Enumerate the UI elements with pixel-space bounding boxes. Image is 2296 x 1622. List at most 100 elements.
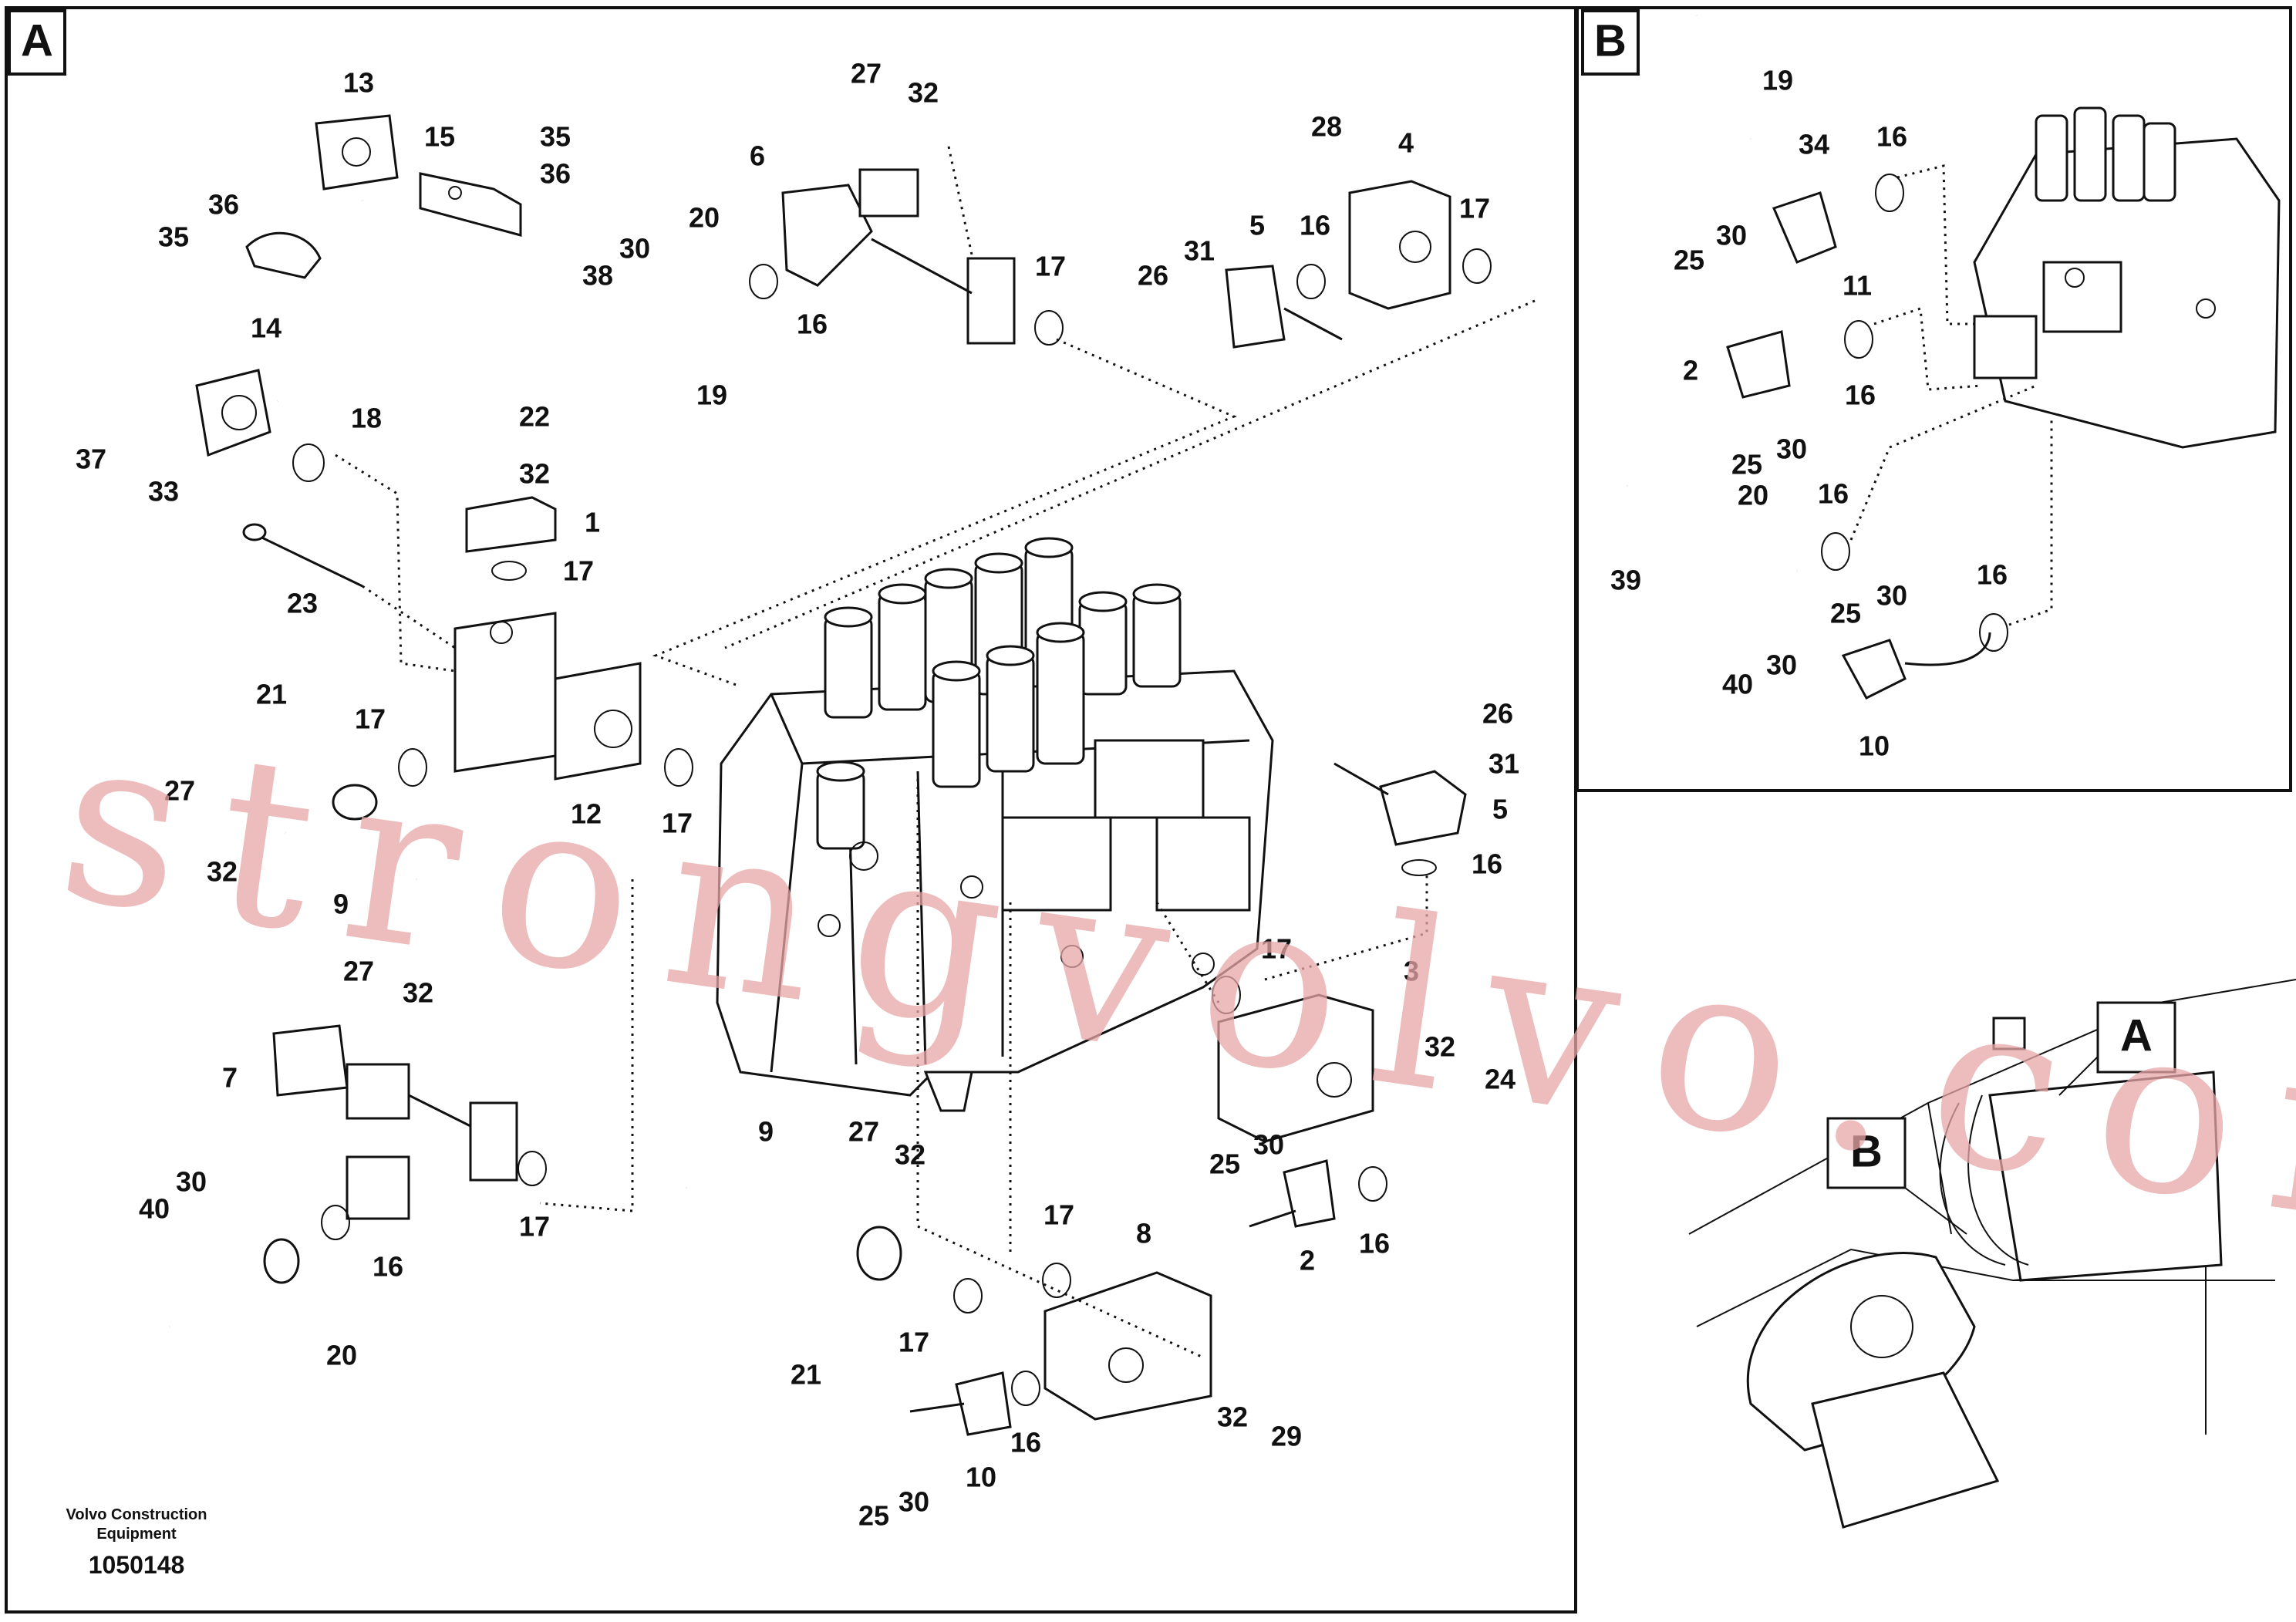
part-7-elbow bbox=[272, 1024, 518, 1220]
assembly-paths-a bbox=[335, 146, 1536, 1359]
callout-38: 38 bbox=[582, 260, 613, 292]
callout-b-2: 2 bbox=[1683, 355, 1698, 386]
callout-b-25: 25 bbox=[1674, 244, 1704, 276]
callout-7: 7 bbox=[222, 1062, 238, 1094]
part-13-pipe bbox=[195, 114, 399, 457]
callout-b-10: 10 bbox=[1859, 730, 1890, 762]
part-5-flange-right bbox=[1333, 762, 1467, 846]
callout-17: 17 bbox=[1043, 1199, 1074, 1231]
callout-16: 16 bbox=[1359, 1228, 1390, 1259]
callout-9: 9 bbox=[333, 889, 349, 920]
callout-18: 18 bbox=[351, 403, 382, 434]
panel-b-frame bbox=[1576, 6, 2292, 792]
overview-callout-b: B bbox=[1850, 1126, 1883, 1176]
callout-b-40: 40 bbox=[1722, 669, 1753, 700]
callout-17: 17 bbox=[563, 555, 594, 587]
callout-29: 29 bbox=[1271, 1421, 1302, 1452]
part-5-flange-top bbox=[1225, 265, 1343, 349]
callout-16: 16 bbox=[797, 309, 828, 340]
panel-a-frame bbox=[5, 6, 1577, 1614]
callout-35: 35 bbox=[540, 121, 571, 153]
callout-37: 37 bbox=[76, 443, 106, 475]
callout-32: 32 bbox=[908, 77, 939, 109]
callout-31: 31 bbox=[1184, 235, 1215, 267]
callout-28: 28 bbox=[1311, 111, 1342, 143]
callout-b-30: 30 bbox=[1776, 433, 1807, 465]
callout-16: 16 bbox=[1300, 210, 1330, 241]
callout-36: 36 bbox=[540, 158, 571, 190]
part-4-block bbox=[1348, 180, 1451, 310]
callout-19: 19 bbox=[696, 379, 727, 411]
callout-33: 33 bbox=[148, 476, 179, 508]
callout-32: 32 bbox=[1424, 1031, 1455, 1063]
panel-b-valve-sketch bbox=[1973, 106, 2281, 449]
callout-17: 17 bbox=[355, 703, 386, 735]
callout-3: 3 bbox=[1404, 956, 1419, 987]
callout-b-39: 39 bbox=[1610, 565, 1641, 596]
callout-2: 2 bbox=[1300, 1245, 1315, 1276]
part-1-plate bbox=[465, 496, 557, 553]
part-3-block bbox=[1217, 993, 1374, 1143]
callout-b-16: 16 bbox=[1876, 121, 1907, 153]
callout-30: 30 bbox=[1253, 1129, 1284, 1161]
part-6-elbow bbox=[781, 168, 1016, 345]
callout-9: 9 bbox=[758, 1116, 774, 1148]
callout-26: 26 bbox=[1482, 698, 1513, 730]
callout-35: 35 bbox=[158, 221, 189, 253]
callout-27: 27 bbox=[848, 1116, 879, 1148]
callout-b-30: 30 bbox=[1716, 220, 1747, 251]
assembly-paths-b bbox=[1849, 164, 2053, 626]
callout-13: 13 bbox=[343, 67, 374, 99]
part-8-block bbox=[1043, 1271, 1212, 1421]
part-9-hose-upper bbox=[281, 784, 421, 892]
part-23-bolt bbox=[242, 523, 363, 588]
callout-27: 27 bbox=[851, 58, 882, 89]
callout-32: 32 bbox=[403, 977, 433, 1009]
o-rings-a bbox=[292, 248, 1492, 1406]
control-valve-assembly bbox=[716, 537, 1274, 1112]
callout-27: 27 bbox=[343, 956, 374, 987]
part-9-hose-lower bbox=[682, 1175, 902, 1281]
callout-b-30: 30 bbox=[1766, 649, 1797, 681]
callout-b-25: 25 bbox=[1830, 598, 1861, 629]
callout-32: 32 bbox=[207, 856, 238, 888]
callout-b-16: 16 bbox=[1845, 379, 1876, 411]
part-2-flange bbox=[1249, 1159, 1336, 1228]
panel-a-label: A bbox=[21, 15, 53, 66]
brand-line-2: Equipment bbox=[96, 1526, 177, 1543]
callout-8: 8 bbox=[1136, 1218, 1151, 1249]
part-20-hose-lower bbox=[165, 1238, 300, 1334]
overview-callout-a: A bbox=[2120, 1010, 2153, 1061]
callout-21: 21 bbox=[256, 679, 287, 710]
callout-16: 16 bbox=[373, 1251, 403, 1283]
callout-14: 14 bbox=[251, 312, 282, 344]
callout-22: 22 bbox=[519, 401, 550, 433]
callout-32: 32 bbox=[1217, 1401, 1248, 1433]
callout-17: 17 bbox=[899, 1327, 929, 1358]
callout-30: 30 bbox=[619, 233, 650, 265]
callout-17: 17 bbox=[519, 1211, 550, 1243]
callout-4: 4 bbox=[1398, 127, 1414, 159]
callout-b-19: 19 bbox=[1762, 65, 1793, 96]
callout-27: 27 bbox=[164, 775, 195, 807]
callout-25: 25 bbox=[1209, 1148, 1240, 1180]
callout-1: 1 bbox=[585, 507, 600, 538]
callout-16: 16 bbox=[1010, 1427, 1041, 1458]
callout-b-34: 34 bbox=[1799, 129, 1829, 160]
callout-25: 25 bbox=[858, 1500, 889, 1532]
callout-b-25: 25 bbox=[1731, 449, 1762, 481]
callout-32: 32 bbox=[895, 1139, 925, 1171]
callout-b-11: 11 bbox=[1843, 270, 1872, 302]
callout-b-20: 20 bbox=[1738, 480, 1768, 511]
callout-36: 36 bbox=[208, 189, 239, 221]
callout-6: 6 bbox=[750, 140, 765, 172]
machine-overview: A B bbox=[1688, 979, 2296, 1529]
callout-40: 40 bbox=[139, 1193, 170, 1225]
part-15-bracket bbox=[419, 172, 522, 237]
callout-b-30: 30 bbox=[1876, 580, 1907, 612]
panel-b-hoses bbox=[1624, 12, 1991, 700]
callout-5: 5 bbox=[1249, 210, 1265, 241]
callout-10: 10 bbox=[966, 1462, 996, 1493]
callout-30: 30 bbox=[176, 1166, 207, 1198]
callout-24: 24 bbox=[1485, 1064, 1515, 1095]
